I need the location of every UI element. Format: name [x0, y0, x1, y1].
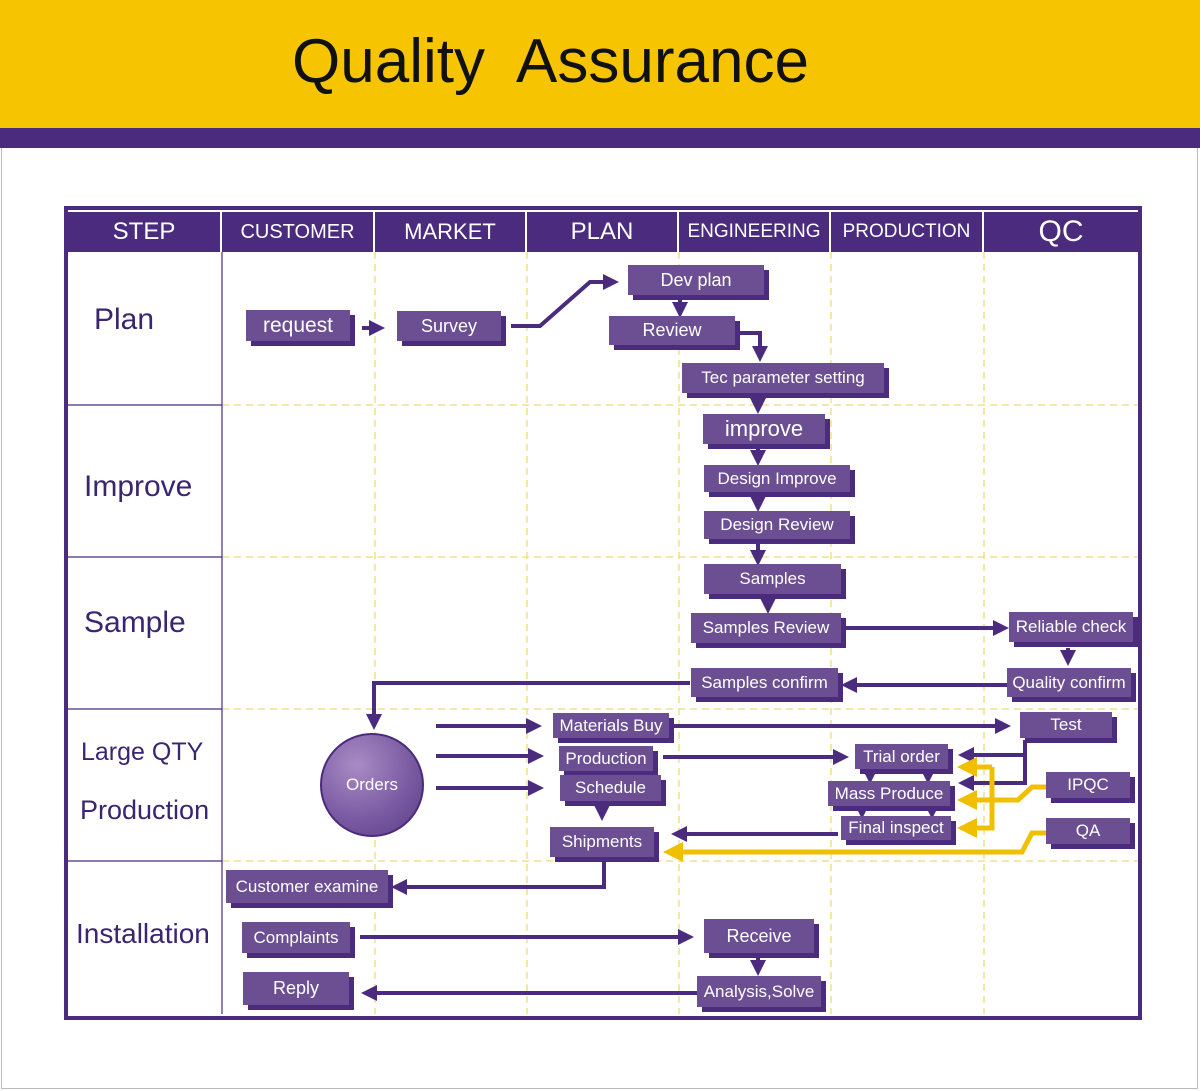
complaints-box: Complaints — [242, 922, 350, 953]
arrow-down-icon — [740, 331, 768, 362]
design-review-box: Design Review — [704, 511, 850, 539]
grid-dashed-verticals — [374, 252, 985, 1014]
dev-plan-box: Dev plan — [628, 265, 764, 295]
analysis-solve-box: Analysis,Solve — [697, 976, 821, 1007]
arrow-left-icon — [957, 784, 1048, 810]
shipments-box: Shipments — [550, 827, 654, 857]
request-box: request — [246, 310, 350, 341]
production-box: Production — [559, 746, 653, 771]
step-column-lines — [68, 252, 223, 1014]
reply-box: Reply — [243, 972, 349, 1005]
tec-parameter-box: Tec parameter setting — [682, 363, 884, 393]
samples-review-box: Samples Review — [691, 613, 841, 643]
purple-arrows — [360, 274, 1076, 1001]
reliable-check-box: Reliable check — [1009, 612, 1133, 642]
content-frame — [1, 148, 1198, 1089]
arrow-left-icon — [391, 862, 606, 895]
mass-produce-box: Mass Produce — [828, 781, 950, 806]
header-market: MARKET — [375, 212, 527, 252]
header-qc: QC — [984, 212, 1138, 252]
improve-box: improve — [703, 414, 825, 444]
materials-buy-box: Materials Buy — [553, 713, 669, 738]
survey-box: Survey — [397, 311, 501, 341]
step-installation: Installation — [76, 918, 210, 949]
header-plan: PLAN — [527, 212, 679, 252]
schedule-box: Schedule — [560, 775, 661, 801]
header-step: STEP — [68, 212, 222, 252]
ipqc-box: IPQC — [1046, 772, 1130, 798]
title-banner — [0, 0, 1200, 128]
title-underline-band — [0, 128, 1200, 148]
arrow-right-icon — [511, 274, 619, 328]
receive-box: Receive — [704, 919, 814, 953]
design-improve-box: Design Improve — [704, 465, 850, 492]
arrow-left-icon — [663, 830, 1048, 862]
step-plan: Plan — [94, 303, 155, 336]
step-large-qty: Large QTY — [81, 738, 204, 766]
samples-confirm-box: Samples confirm — [691, 668, 838, 697]
header-production: PRODUCTION — [831, 212, 984, 252]
customer-examine-box: Customer examine — [226, 870, 388, 903]
test-box: Test — [1020, 712, 1112, 738]
page-title: Quality Assurance — [292, 27, 809, 96]
trial-order-box: Trial order — [855, 744, 948, 769]
orders-circle: Orders — [320, 733, 424, 837]
arrow-left-icon — [957, 767, 995, 838]
samples-box: Samples — [704, 564, 841, 594]
step-improve: Improve — [84, 470, 193, 503]
step-sample: Sample — [84, 606, 186, 639]
review-box: Review — [609, 316, 735, 345]
quality-confirm-box: Quality confirm — [1007, 668, 1131, 697]
final-inspect-box: Final inspect — [841, 816, 951, 840]
arrow-down-icon — [366, 681, 690, 730]
step-production: Production — [80, 795, 210, 825]
header-customer: CUSTOMER — [222, 212, 375, 252]
header-engineering: ENGINEERING — [679, 212, 831, 252]
yellow-qc-arrows — [663, 757, 1048, 862]
qa-box: QA — [1046, 818, 1130, 844]
